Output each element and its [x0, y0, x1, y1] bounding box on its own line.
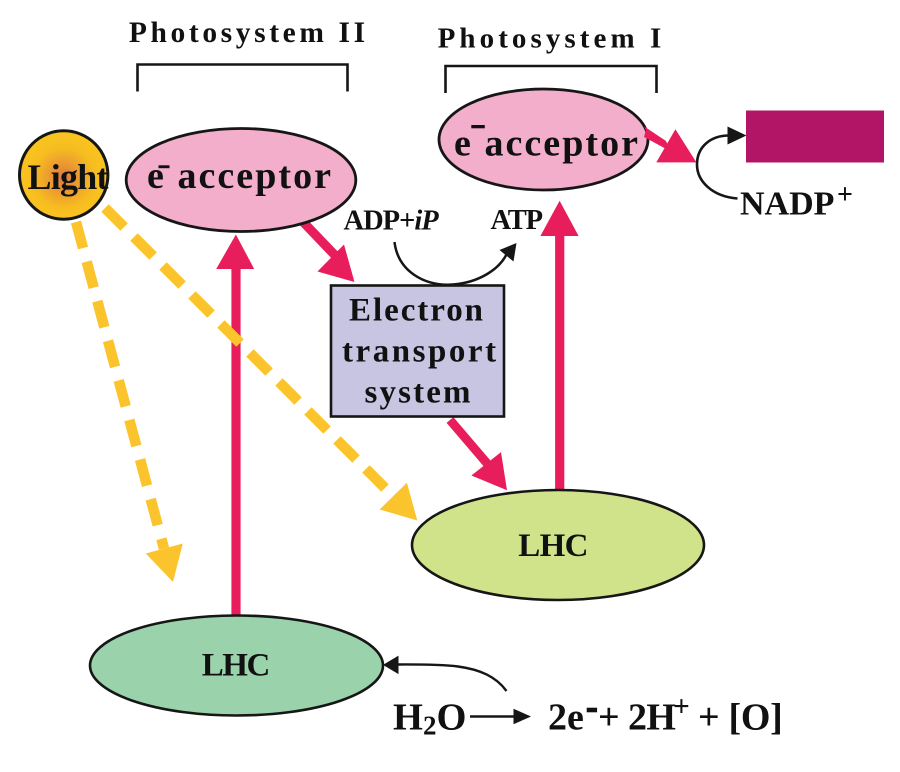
- svg-text:H2O: H2O: [393, 697, 466, 741]
- svg-text:Light: Light: [27, 157, 108, 197]
- svg-text:LHC: LHC: [202, 647, 269, 683]
- svg-text:+: +: [673, 691, 690, 723]
- svg-text:ATP: ATP: [491, 205, 543, 236]
- svg-text:+ 2H: + 2H: [598, 697, 675, 739]
- svg-text:+ [O]: + [O]: [698, 697, 783, 739]
- svg-text:system: system: [365, 375, 473, 411]
- svg-text:ADP+iP: ADP+iP: [344, 206, 440, 237]
- svg-text:Photosystem II: Photosystem II: [129, 17, 369, 49]
- svg-text:Electron: Electron: [349, 293, 485, 329]
- svg-text:Photosystem I: Photosystem I: [438, 23, 666, 55]
- svg-text:e acceptor: e acceptor: [147, 155, 333, 197]
- svg-text:+: +: [837, 180, 853, 211]
- svg-text:LHC: LHC: [518, 528, 588, 564]
- svg-text:NADP: NADP: [740, 186, 834, 223]
- svg-text:e acceptor: e acceptor: [454, 123, 640, 165]
- svg-text:2e: 2e: [548, 697, 584, 739]
- svg-text:transport: transport: [342, 334, 499, 370]
